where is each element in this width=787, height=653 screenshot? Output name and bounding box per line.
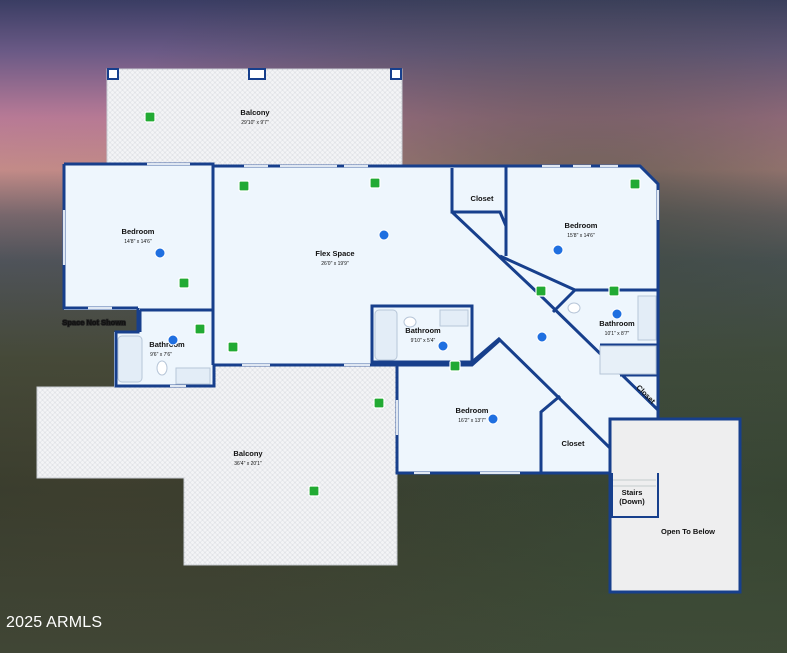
bathroom-right-name: Bathroom	[599, 319, 635, 328]
view-marker[interactable]	[552, 244, 564, 256]
bedroom-left-dims: 14'8" x 14'6"	[124, 239, 152, 245]
bathroom-right-dims: 10'1" x 8'7"	[605, 331, 630, 337]
balcony-bottom-dims: 36'4" x 20'1"	[234, 461, 262, 467]
view-marker[interactable]	[167, 334, 179, 346]
view-marker[interactable]	[437, 340, 449, 352]
space-not-shown-label: Space Not Shown	[62, 318, 126, 327]
view-marker[interactable]	[536, 331, 548, 343]
stairs-name: Stairs	[622, 488, 643, 497]
view-marker[interactable]	[611, 308, 623, 320]
photo-marker[interactable]	[373, 397, 385, 409]
bedroom-right-dims: 15'8" x 14'6"	[567, 233, 595, 239]
photo-marker[interactable]	[449, 360, 461, 372]
bathroom-left-dims: 9'6" x 7'6"	[150, 352, 172, 358]
fixtures	[117, 295, 657, 487]
photo-marker[interactable]	[535, 285, 547, 297]
balcony-bottom-name: Balcony	[233, 449, 263, 458]
view-marker[interactable]	[378, 229, 390, 241]
photo-marker[interactable]	[369, 177, 381, 189]
copyright-text: 2025 ARMLS	[6, 614, 103, 631]
bedroom-bottom-name: Bedroom	[456, 406, 489, 415]
open-to-below-area	[608, 417, 742, 594]
bathroom-left-name: Bathroom	[149, 340, 185, 349]
stairs-sub: (Down)	[619, 497, 645, 506]
bedroom-bottom-dims: 16'2" x 13'7"	[458, 418, 486, 424]
photo-marker[interactable]	[308, 485, 320, 497]
view-markers[interactable]	[154, 229, 623, 425]
photo-marker[interactable]	[629, 178, 641, 190]
bathroom-center-name: Bathroom	[405, 326, 441, 335]
balcony-top-name: Balcony	[240, 108, 270, 117]
closet-bottom-name: Closet	[562, 439, 585, 448]
balcony-top	[106, 68, 403, 167]
bedroom-left-name: Bedroom	[122, 227, 155, 236]
photo-marker[interactable]	[238, 180, 250, 192]
balcony-bottom	[36, 364, 398, 566]
flex-space-name: Flex Space	[315, 249, 354, 258]
balcony-top-dims: 29'10" x 9'7"	[241, 120, 269, 126]
flex-space-dims: 26'0" x 19'9"	[321, 261, 349, 267]
photo-marker[interactable]	[178, 277, 190, 289]
windows	[62, 162, 660, 475]
photo-marker[interactable]	[227, 341, 239, 353]
open-to-below-name: Open To Below	[661, 527, 715, 536]
photo-markers[interactable]	[144, 111, 641, 497]
bathroom-center-dims: 9'10" x 5'4"	[411, 338, 436, 344]
bedroom-right-name: Bedroom	[565, 221, 598, 230]
view-marker[interactable]	[487, 413, 499, 425]
closet-top-name: Closet	[471, 194, 494, 203]
view-marker[interactable]	[154, 247, 166, 259]
photo-marker[interactable]	[194, 323, 206, 335]
photo-marker[interactable]	[608, 285, 620, 297]
photo-marker[interactable]	[144, 111, 156, 123]
